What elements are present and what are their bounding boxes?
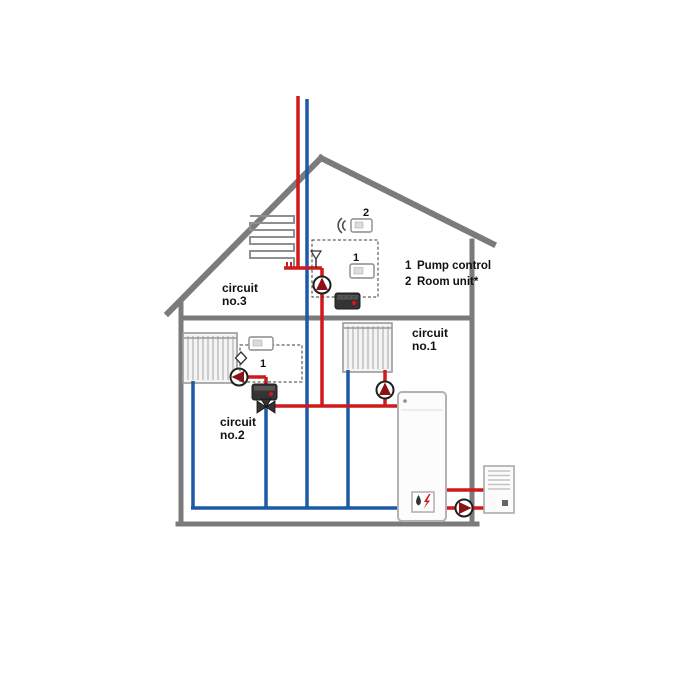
pump-circuit2	[229, 367, 249, 387]
room-unit-circuit3	[349, 263, 375, 279]
radiator-circuit1	[342, 322, 393, 373]
mixing-valve-icon	[256, 398, 276, 414]
svg-text:circuit: circuit	[222, 281, 258, 295]
outdoor-unit-grille	[488, 470, 510, 490]
pump-circuit3	[312, 275, 332, 295]
outdoor-unit	[483, 465, 515, 514]
wireless-signal-icon	[337, 217, 346, 234]
callout-attic-pump-control: 1	[353, 252, 359, 264]
lightning-icon	[423, 494, 431, 509]
room-unit-circuit2	[248, 336, 274, 351]
roof-left-line	[163, 153, 326, 318]
radiator-circuit2	[182, 332, 238, 384]
callout-wireless-room-unit: 2	[363, 207, 369, 219]
legend-item-2: 2 Room unit*	[405, 276, 479, 288]
pump-control-circuit3	[334, 292, 361, 310]
circuit2-label: circuit no.2	[220, 415, 256, 442]
svg-text:2: 2	[405, 276, 411, 288]
pump-direction-triangle	[459, 502, 472, 514]
pump-direction-triangle	[379, 382, 391, 395]
water-drop-icon	[416, 495, 421, 506]
circuit3-label: circuit no.3	[222, 281, 258, 308]
svg-text:Pump control: Pump control	[417, 260, 491, 272]
pump-boiler-loop	[454, 498, 474, 518]
legend: 1 Pump control 2 Room unit*	[405, 260, 491, 288]
house-outline	[163, 153, 498, 527]
pump-control-led	[351, 300, 357, 306]
circuit1-label: circuit no.1	[412, 326, 448, 353]
pump-circuit1	[375, 380, 395, 400]
callout-floor-pump-control: 1	[260, 358, 266, 370]
boiler	[397, 391, 447, 522]
pump-control-circuit2	[251, 383, 278, 401]
pump-direction-triangle	[231, 371, 244, 383]
legend-item-1: 1 Pump control	[405, 260, 491, 272]
outdoor-unit-display	[502, 500, 508, 506]
underfloor-heating-coil	[249, 215, 295, 268]
boiler-energy-icon	[411, 491, 435, 513]
svg-text:no.2: no.2	[220, 428, 245, 442]
svg-text:no.3: no.3	[222, 294, 247, 308]
boiler-body	[397, 391, 447, 522]
return-pipes	[191, 99, 404, 510]
wireless-room-unit	[337, 217, 373, 234]
pump-direction-triangle	[316, 277, 328, 290]
svg-text:1: 1	[405, 260, 412, 272]
pump-control-led	[268, 391, 274, 397]
sensor-diamond-icon	[234, 351, 248, 365]
boiler-logo-dot	[403, 399, 407, 403]
dashed-zone-circuit3	[311, 239, 379, 298]
svg-text:circuit: circuit	[412, 326, 448, 340]
roof-right-line	[316, 153, 498, 249]
svg-text:Room unit*: Room unit*	[417, 276, 479, 288]
svg-text:no.1: no.1	[412, 339, 437, 353]
svg-text:circuit: circuit	[220, 415, 256, 429]
air-vent-icon	[309, 250, 323, 268]
